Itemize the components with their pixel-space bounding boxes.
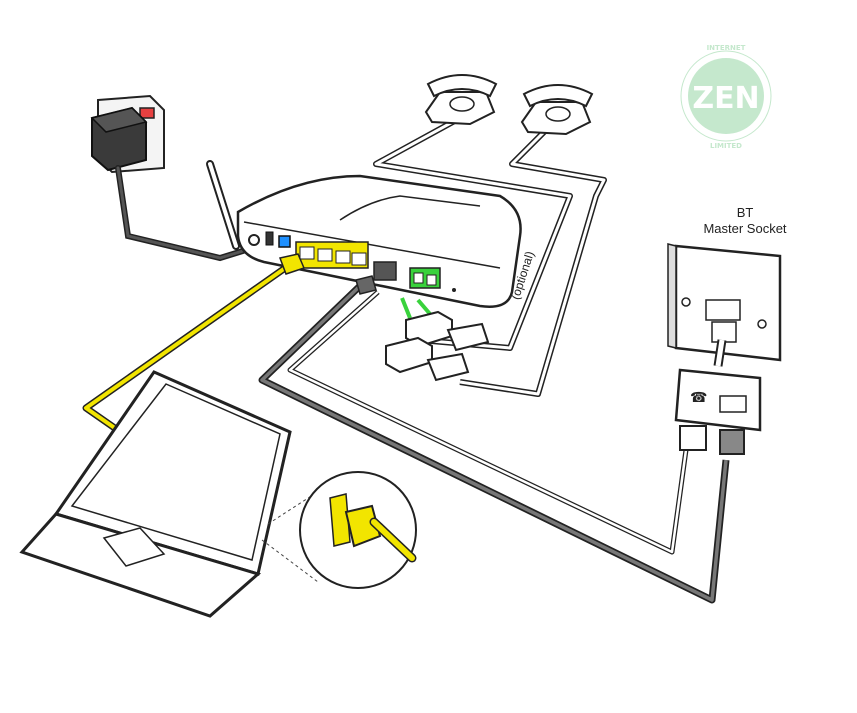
router xyxy=(206,160,522,308)
power-adapter xyxy=(90,106,148,172)
logo-wordmark: ZEN xyxy=(692,81,759,116)
phone-adaptors xyxy=(385,297,490,382)
telephone-1 xyxy=(424,74,498,126)
socket-label-line2: Master Socket xyxy=(703,221,787,236)
dsl-splitter: ☎ xyxy=(674,339,762,455)
dsl-cable xyxy=(258,275,730,604)
usb-port xyxy=(278,235,291,248)
lan-ports xyxy=(295,241,369,269)
laptop xyxy=(19,370,292,618)
logo-ring-bottom: LIMITED xyxy=(710,142,742,150)
zen-logo: ZEN INTERNET LIMITED xyxy=(680,44,772,150)
telephone-2 xyxy=(520,84,594,136)
svg-text:☎: ☎ xyxy=(690,390,707,406)
phone-cables xyxy=(373,115,607,397)
phone-line-cable xyxy=(287,290,689,555)
socket-label-line1: BT xyxy=(736,205,754,220)
phone-ports xyxy=(409,267,441,289)
logo-ring-top: INTERNET xyxy=(707,44,746,52)
bt-master-socket xyxy=(667,243,782,362)
plug-zoom-callout xyxy=(261,471,417,589)
